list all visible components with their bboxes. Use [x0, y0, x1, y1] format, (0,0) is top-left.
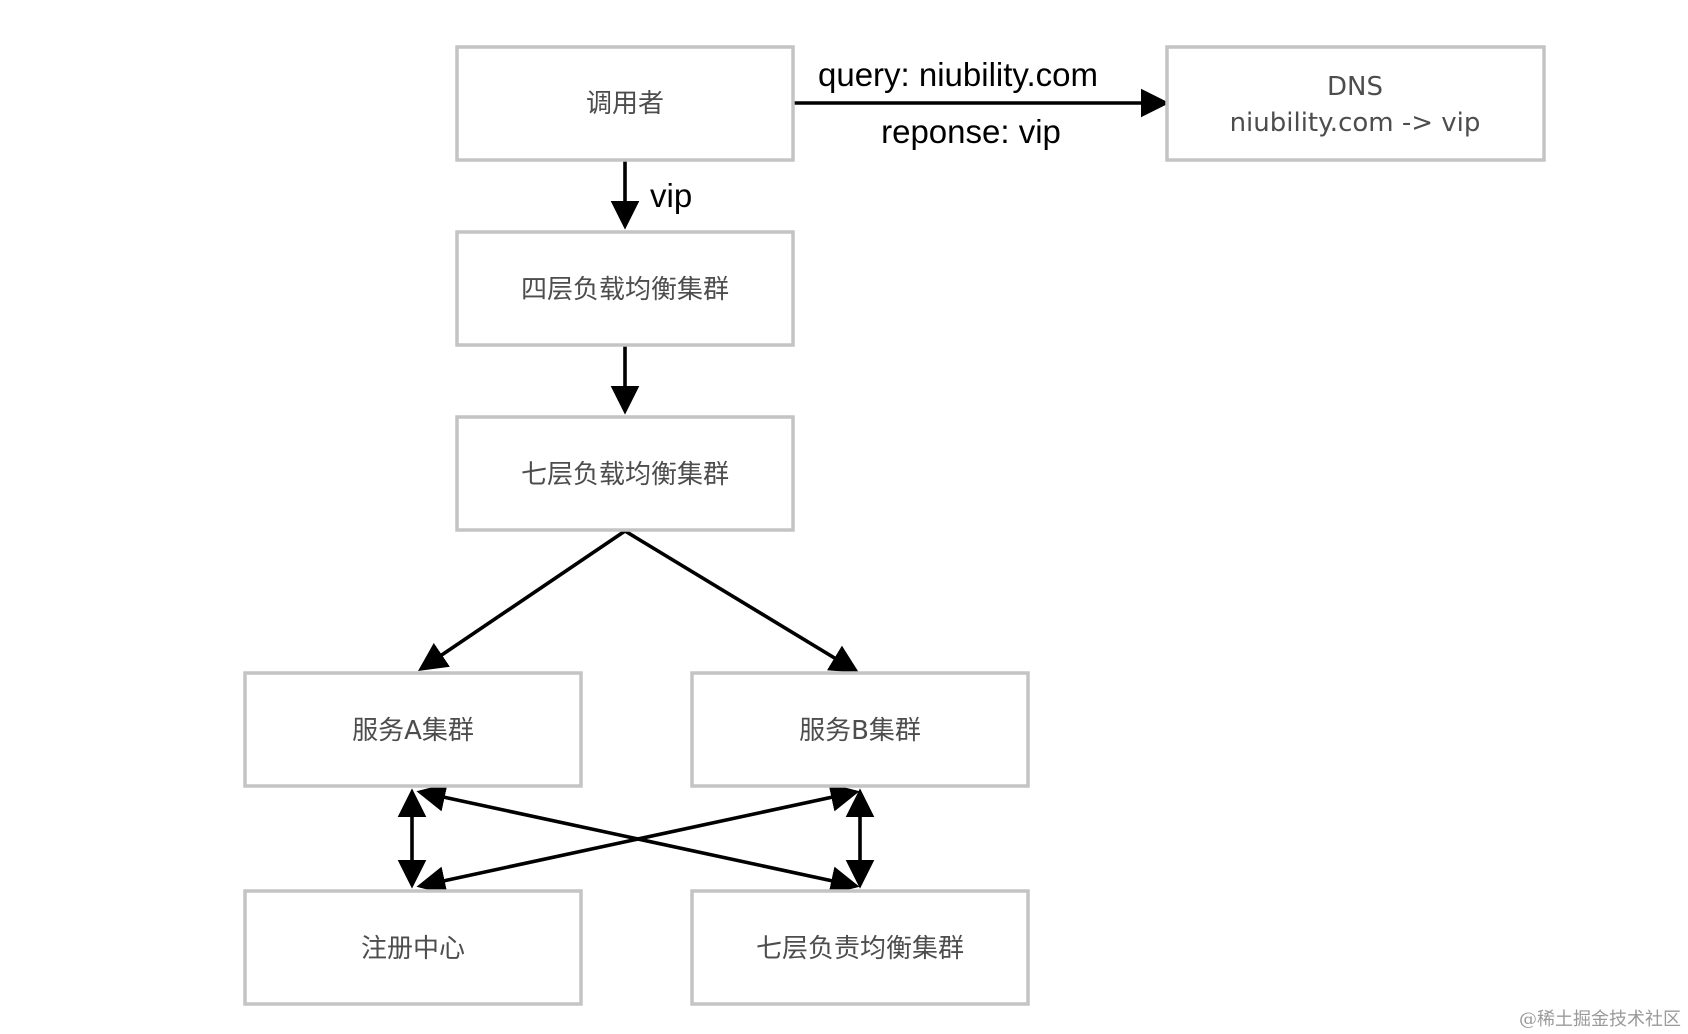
- node-caller: 调用者: [455, 45, 795, 162]
- node-service-b-label: 服务B集群: [799, 716, 921, 746]
- node-registry-label: 注册中心: [361, 934, 465, 964]
- node-l4-cluster-box: [455, 230, 795, 347]
- node-caller-label: 调用者: [586, 89, 664, 119]
- node-service-a-label: 服务A集群: [352, 716, 474, 746]
- node-dns-record: niubility.com -> vip: [1230, 108, 1481, 138]
- watermark: @稀土掘金技术社区: [1519, 1009, 1681, 1030]
- node-registry: 注册中心: [243, 889, 583, 1006]
- node-l7-cluster-bottom: 七层负责均衡集群: [690, 889, 1030, 1006]
- node-l7-cluster-bottom-label: 七层负责均衡集群: [756, 934, 964, 964]
- node-service-a-box: [243, 671, 583, 788]
- node-service-b-box: [690, 671, 1030, 788]
- node-dns-title: DNS: [1327, 72, 1383, 102]
- node-dns-box: [1165, 45, 1546, 162]
- edge-label-vip: vip: [650, 177, 692, 214]
- node-registry-box: [243, 889, 583, 1006]
- node-service-b: 服务B集群: [690, 671, 1030, 788]
- edge-l7-to-service-b: [624, 529, 860, 673]
- node-dns: DNS niubility.com -> vip: [1165, 45, 1546, 162]
- node-l4-cluster: 四层负载均衡集群: [455, 230, 795, 347]
- node-l7-cluster-label: 七层负载均衡集群: [521, 460, 729, 490]
- edge-label-dns-query: query: niubility.com: [818, 56, 1098, 93]
- node-service-a: 服务A集群: [243, 671, 583, 788]
- node-l7-cluster-box: [455, 415, 795, 532]
- edges: [397, 88, 1170, 895]
- edge-label-dns-response: reponse: vip: [881, 113, 1061, 150]
- node-l7-cluster: 七层负载均衡集群: [455, 415, 795, 532]
- node-caller-box: [455, 45, 795, 162]
- edge-l7-to-service-a: [418, 529, 627, 672]
- edge-service-b-registry: [416, 783, 860, 895]
- node-l4-cluster-label: 四层负载均衡集群: [521, 275, 729, 305]
- node-l7-cluster-bottom-box: [690, 889, 1030, 1006]
